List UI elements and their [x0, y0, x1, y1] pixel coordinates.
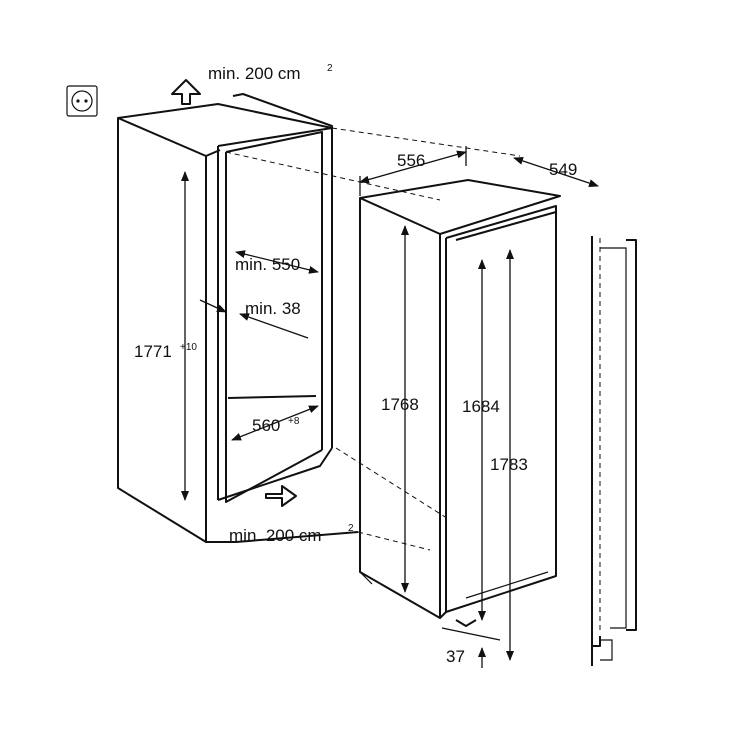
alignment-lines: [225, 127, 521, 551]
appliance-body: [359, 179, 561, 627]
appliance-width-label: 556: [397, 151, 425, 170]
door-profile: [591, 236, 637, 666]
total-height-label: 1783: [490, 455, 528, 474]
arrow-up-icon: [171, 79, 201, 105]
niche-dimensions: [181, 171, 319, 501]
min-gap-label: min. 38: [245, 299, 301, 318]
niche-width-label: 560: [252, 416, 280, 435]
bottom-vent-label: min. 200 cm: [229, 526, 322, 545]
niche-width-tolerance: +8: [288, 416, 300, 427]
bottom-vent-label-sup: 2: [348, 523, 354, 534]
niche-height-tolerance: +10: [180, 342, 197, 353]
niche-cabinet: [117, 93, 359, 543]
top-vent-label: min. 200 cm: [208, 64, 301, 83]
door-height-label: 1684: [462, 397, 500, 416]
plinth-offset-label: 37: [446, 647, 465, 666]
top-vent-label-sup: 2: [327, 63, 333, 74]
arrow-right-icon: [265, 485, 297, 507]
appliance-dimensions: [359, 146, 599, 668]
niche-height-label: 1771: [134, 342, 172, 361]
power-socket-icon: [66, 85, 98, 117]
appliance-height-label: 1768: [381, 395, 419, 414]
appliance-depth-label: 549: [549, 160, 577, 179]
min-depth-label: min. 550: [235, 255, 300, 274]
